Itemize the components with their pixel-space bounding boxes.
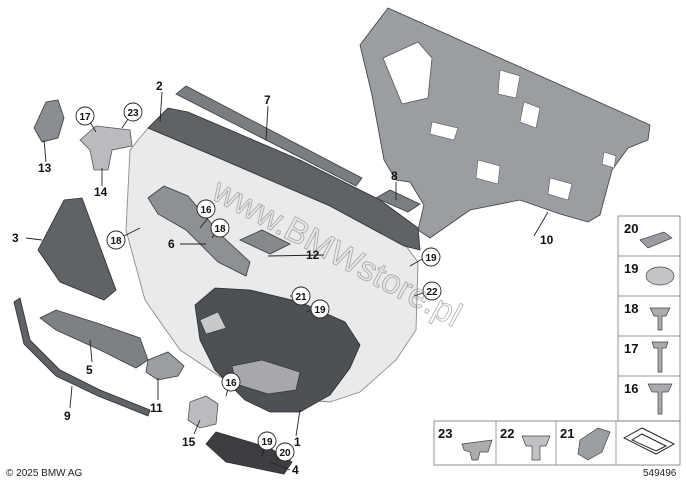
- callout-18a: 18: [214, 224, 226, 235]
- seal-strip: [13, 297, 151, 417]
- legend-item-16: 16: [624, 381, 638, 396]
- mirror-trim: [33, 99, 65, 143]
- rivet-icon: [461, 439, 493, 461]
- callout-15: 15: [182, 435, 196, 449]
- callout-13: 13: [38, 161, 52, 175]
- callout-7: 7: [264, 93, 271, 107]
- spring-clip-icon: [639, 231, 673, 249]
- callout-8: 8: [391, 169, 398, 183]
- callout-19b: 19: [314, 305, 326, 316]
- fastener-legend-side: 20 19 18 17 16: [617, 215, 681, 422]
- screw-icon-17: [651, 341, 669, 373]
- fastener-legend-bottom: 23 22 21: [433, 420, 681, 466]
- bracket: [79, 125, 133, 171]
- callout-23: 23: [127, 108, 139, 119]
- callout-9: 9: [64, 409, 71, 423]
- expansion-rivet-icon: [521, 435, 551, 461]
- callout-11: 11: [150, 401, 163, 415]
- legend-item-18: 18: [624, 301, 638, 316]
- legend-item-20: 20: [624, 221, 638, 236]
- clip-icon: [577, 427, 611, 461]
- callout-16a: 16: [200, 205, 212, 216]
- lower-grille: [205, 431, 293, 475]
- callout-3: 3: [12, 231, 19, 245]
- callout-12: 12: [306, 248, 320, 262]
- screw-icon-16: [647, 383, 673, 415]
- callout-6: 6: [168, 237, 175, 251]
- clip-holder: [187, 395, 219, 429]
- callout-20: 20: [279, 448, 291, 459]
- upper-strip: [175, 85, 363, 187]
- callout-19c: 19: [261, 437, 273, 448]
- circled-callouts: 17 23 16 18 18 19 22 21 19 16 19 20: [75, 102, 442, 462]
- lower-trim-rail: [39, 309, 149, 369]
- legend-item-17: 17: [624, 341, 638, 356]
- callout-5: 5: [86, 363, 93, 377]
- callout-1: 1: [294, 435, 301, 449]
- callout-18b: 18: [110, 236, 122, 247]
- callout-21: 21: [295, 292, 307, 303]
- switch-block: [145, 351, 185, 381]
- callout-19a: 19: [425, 253, 437, 264]
- legend-item-23: 23: [438, 426, 452, 441]
- small-pad: [375, 189, 421, 213]
- callout-10: 10: [540, 233, 554, 247]
- trim-piece-12: [239, 229, 291, 255]
- triangle-cover: [37, 197, 117, 301]
- callout-2: 2: [156, 79, 163, 93]
- legend-item-21: 21: [560, 426, 574, 441]
- legend-item-22: 22: [500, 426, 514, 441]
- callout-17: 17: [79, 112, 91, 123]
- legend-item-19: 19: [624, 261, 638, 276]
- callout-22: 22: [426, 287, 438, 298]
- callout-4: 4: [292, 463, 299, 477]
- callout-14: 14: [94, 185, 108, 199]
- screw-icon-18: [649, 307, 671, 331]
- callout-16b: 16: [225, 378, 237, 389]
- copyright: © 2025 BMW AG: [6, 468, 83, 479]
- arrow-icon: [622, 427, 676, 455]
- diagram-number: 549496: [643, 468, 677, 479]
- push-nut-icon: [645, 266, 675, 286]
- insulation-panel: [359, 7, 651, 239]
